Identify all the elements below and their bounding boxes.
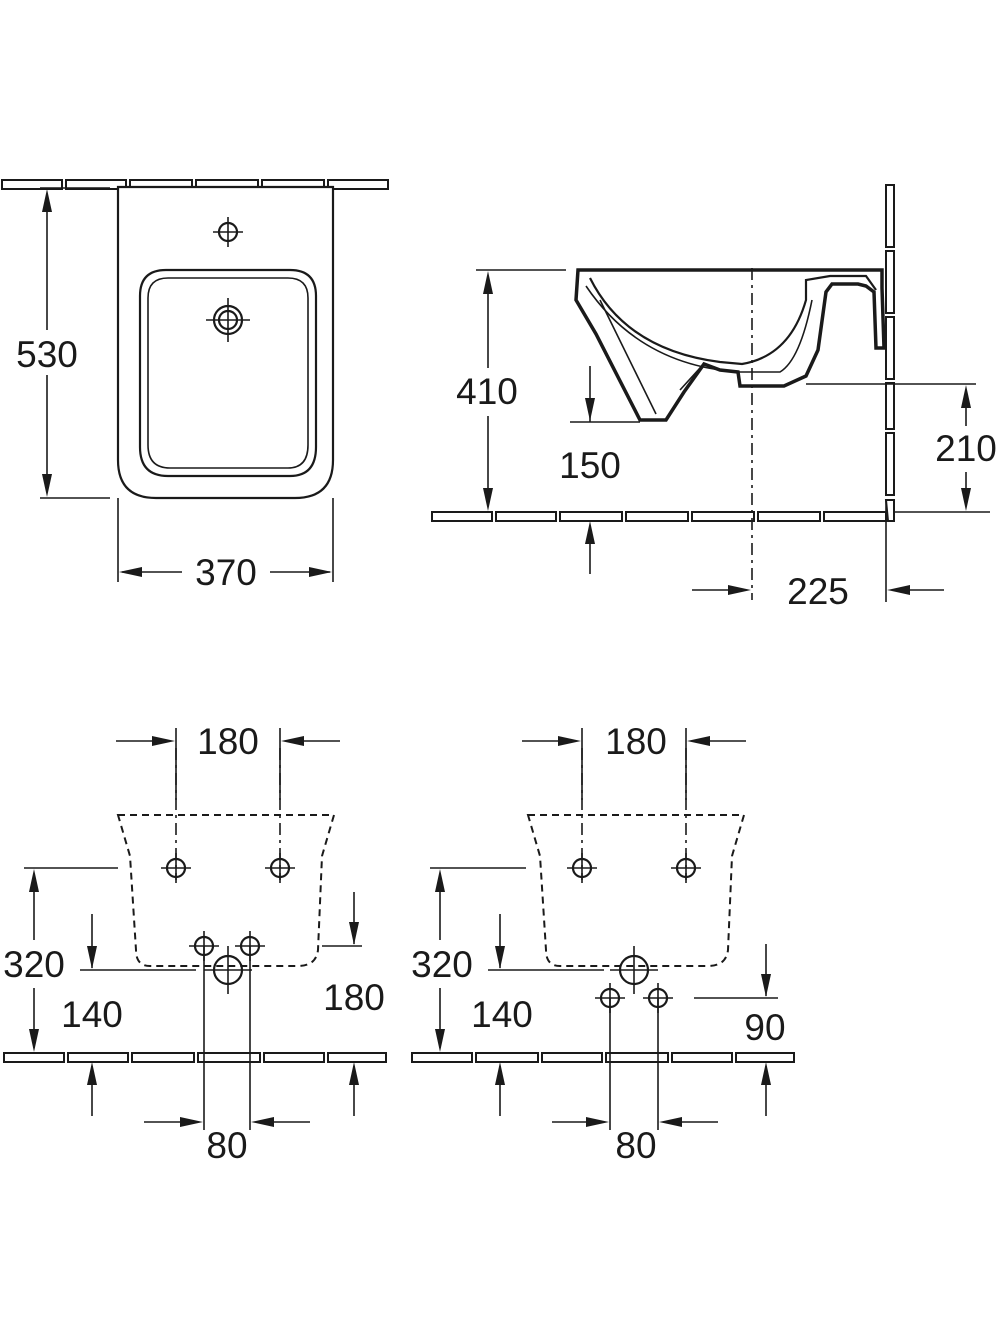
dim-fixing-height-right	[430, 867, 526, 1052]
bidet-hidden-outline	[526, 814, 746, 967]
label-fixing-height-left: 320	[3, 944, 65, 985]
label-supply-height-right: 140	[471, 994, 533, 1035]
dim-width	[117, 498, 334, 582]
dim-waste-height-left	[322, 892, 362, 1116]
wall-strip	[1, 179, 389, 190]
label-supply-drop-right: 90	[744, 1007, 785, 1048]
dim-supply-spacing-right	[552, 1117, 718, 1127]
top-view: 530 370	[1, 179, 389, 593]
label-height: 410	[456, 371, 518, 412]
side-view: 410 150 210 225	[431, 184, 997, 612]
fixing-hole-icon	[263, 851, 297, 885]
waste-hole-icon	[204, 946, 252, 994]
floor-strip-right	[411, 1052, 795, 1063]
dim-inlet-height	[806, 383, 990, 513]
label-supply-spacing-left: 80	[206, 1125, 247, 1166]
floor-strip-left	[3, 1052, 387, 1063]
label-waste-height-left: 180	[323, 977, 385, 1018]
dim-wall-offset	[692, 585, 944, 595]
dim-supply-drop-right	[694, 944, 778, 1116]
label-fixing-height-right: 320	[411, 944, 473, 985]
fixing-hole-icon	[159, 851, 193, 885]
bidet-section-wall	[599, 299, 657, 415]
label-wall-offset: 225	[787, 571, 849, 612]
dim-height	[476, 269, 566, 511]
dim-fixing-spacing-right	[522, 728, 746, 800]
label-fixing-spacing-left: 180	[197, 721, 259, 762]
bidet-section	[574, 268, 886, 422]
label-bowl-depth: 150	[559, 445, 621, 486]
bidet-section-spur	[679, 367, 701, 391]
label-inlet-height: 210	[935, 428, 997, 469]
label-supply-height-left: 140	[61, 994, 123, 1035]
bidet-hidden-outline	[116, 814, 336, 967]
dim-supply-spacing-left	[144, 1117, 310, 1127]
dim-supply-height-right	[488, 914, 604, 1116]
label-supply-spacing-right: 80	[615, 1125, 656, 1166]
fixing-hole-icon	[669, 851, 703, 885]
bidet-section-inner-2	[585, 285, 813, 373]
rear-view-left: 180 320 140 180	[3, 721, 387, 1166]
floor-strip	[431, 499, 895, 522]
wall-column	[885, 184, 895, 602]
bowl-inner-outline	[147, 277, 309, 469]
dim-bowl-depth	[570, 366, 640, 574]
dim-supply-height-left	[80, 914, 196, 1116]
rear-view-right: 180 320 140 90	[411, 721, 795, 1166]
dim-length	[40, 187, 110, 499]
fixing-hole-icon	[565, 851, 599, 885]
label-length: 530	[16, 334, 78, 375]
dim-fixing-spacing-left	[116, 728, 340, 800]
bidet-outline	[116, 185, 335, 500]
label-fixing-spacing-right: 180	[605, 721, 667, 762]
dim-fixing-height-left	[24, 867, 118, 1052]
bidet-section-inner	[589, 274, 877, 366]
bowl-outline	[138, 268, 318, 478]
waste-hole-icon	[610, 946, 658, 994]
label-width: 370	[195, 552, 257, 593]
